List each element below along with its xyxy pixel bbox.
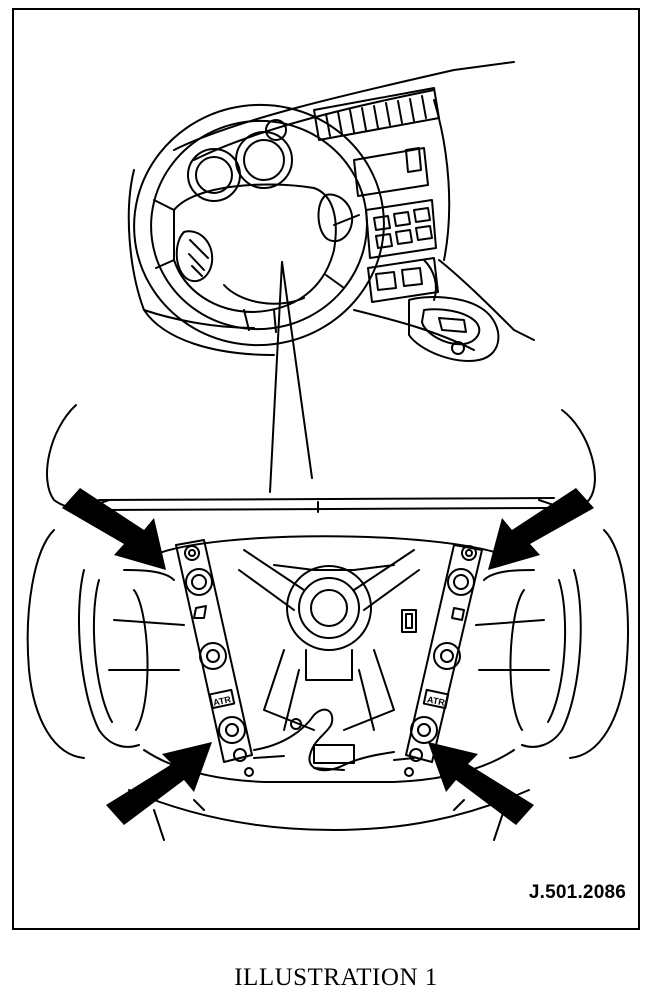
line-art: ATR ATR xyxy=(14,10,642,932)
dashboard-overview xyxy=(119,62,534,492)
rim-left xyxy=(28,530,184,758)
mounting-strip-right xyxy=(406,545,482,762)
arrow-lower-right xyxy=(428,742,534,825)
air-vent xyxy=(314,88,439,140)
central-hub xyxy=(287,566,371,680)
callout-arrows xyxy=(62,488,594,825)
gear-selector xyxy=(409,260,498,361)
strip-label-left: ATR xyxy=(212,694,232,708)
strip-label-right: ATR xyxy=(426,694,446,708)
rim-right xyxy=(476,530,628,758)
mounting-strip-left xyxy=(176,540,252,762)
leader-lines xyxy=(270,262,312,492)
detail-view xyxy=(28,405,628,840)
arrow-upper-right xyxy=(488,488,594,570)
figure-caption: ILLUSTRATION 1 xyxy=(234,964,438,991)
steering-wheel xyxy=(119,89,400,361)
center-stack xyxy=(354,148,438,302)
arrow-upper-left xyxy=(62,488,166,570)
reference-code: J.501.2086 xyxy=(528,882,626,903)
diagram-frame: ATR ATR J.501.2086 xyxy=(12,8,640,930)
arrow-lower-left xyxy=(106,742,212,825)
wiring-harness xyxy=(254,710,414,771)
